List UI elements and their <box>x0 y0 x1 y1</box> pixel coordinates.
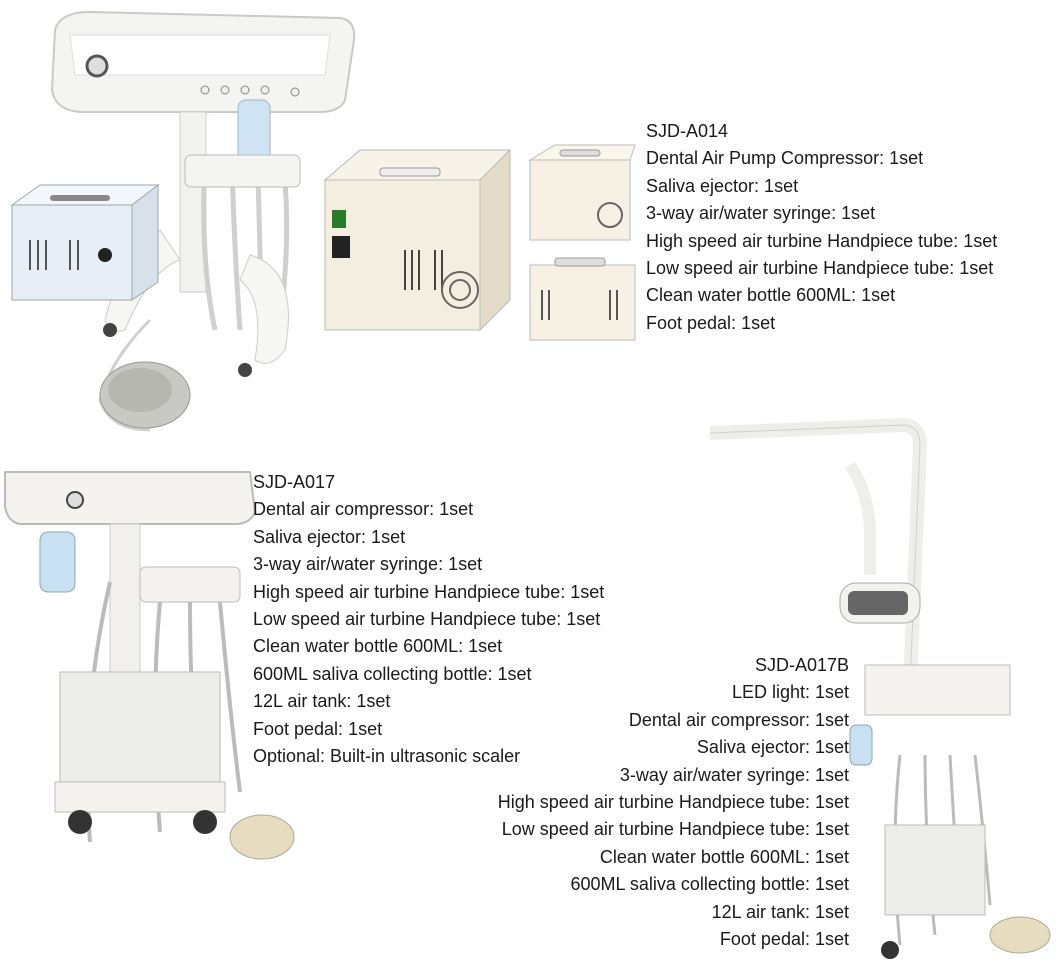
a017b-cart-image <box>700 415 1059 965</box>
spec-item: 600ML saliva collecting bottle: 1set <box>253 663 532 684</box>
spec-item: Clean water bottle 600ML: 1set <box>599 846 849 867</box>
spec-item: LED light: 1set <box>731 682 849 703</box>
product-spec-a017b: SJD-A017B LED light: 1set Dental air com… <box>498 652 849 953</box>
model-title: SJD-A014 <box>646 121 729 141</box>
model-title: SJD-A017B <box>754 655 849 675</box>
spec-item: 12L air tank: 1set <box>711 901 849 922</box>
spec-item: 600ML saliva collecting bottle: 1set <box>570 874 850 895</box>
spec-item: Foot pedal: 1set <box>646 312 776 333</box>
spec-item: 3-way air/water syringe: 1set <box>646 203 876 224</box>
spec-item: High speed air turbine Handpiece tube: 1… <box>497 792 849 813</box>
spec-item: Dental Air Pump Compressor: 1set <box>646 148 924 169</box>
a017-cart-image <box>0 462 300 862</box>
spec-item: Low speed air turbine Handpiece tube: 1s… <box>646 258 994 279</box>
a014-cart-image <box>0 0 360 440</box>
spec-item: 3-way air/water syringe: 1set <box>253 554 483 575</box>
spec-item: Clean water bottle 600ML: 1set <box>646 285 896 306</box>
spec-item: 3-way air/water syringe: 1set <box>619 764 849 785</box>
spec-item: Saliva ejector: 1set <box>696 737 849 758</box>
spec-item: Clean water bottle 600ML: 1set <box>253 636 503 657</box>
model-title: SJD-A017 <box>253 472 336 492</box>
spec-item: Dental air compressor: 1set <box>628 709 849 730</box>
spec-item: Low speed air turbine Handpiece tube: 1s… <box>501 819 849 840</box>
spec-item: High speed air turbine Handpiece tube: 1… <box>253 581 605 602</box>
spec-item: Low speed air turbine Handpiece tube: 1s… <box>253 609 601 630</box>
spec-item: Saliva ejector: 1set <box>646 175 799 196</box>
spec-item: Saliva ejector: 1set <box>253 526 406 547</box>
spec-item: Dental air compressor: 1set <box>253 499 474 520</box>
spec-item: Foot pedal: 1set <box>719 929 849 950</box>
spec-item: Optional: Built-in ultrasonic scaler <box>253 746 521 767</box>
spec-item: High speed air turbine Handpiece tube: 1… <box>646 230 998 251</box>
product-spec-a017: SJD-A017 Dental air compressor: 1set Sal… <box>253 469 604 770</box>
product-spec-a014: SJD-A014 Dental Air Pump Compressor: 1se… <box>646 118 997 337</box>
spec-item: 12L air tank: 1set <box>253 691 391 712</box>
a014-compressor-image <box>320 140 640 350</box>
spec-item: Foot pedal: 1set <box>253 718 383 739</box>
